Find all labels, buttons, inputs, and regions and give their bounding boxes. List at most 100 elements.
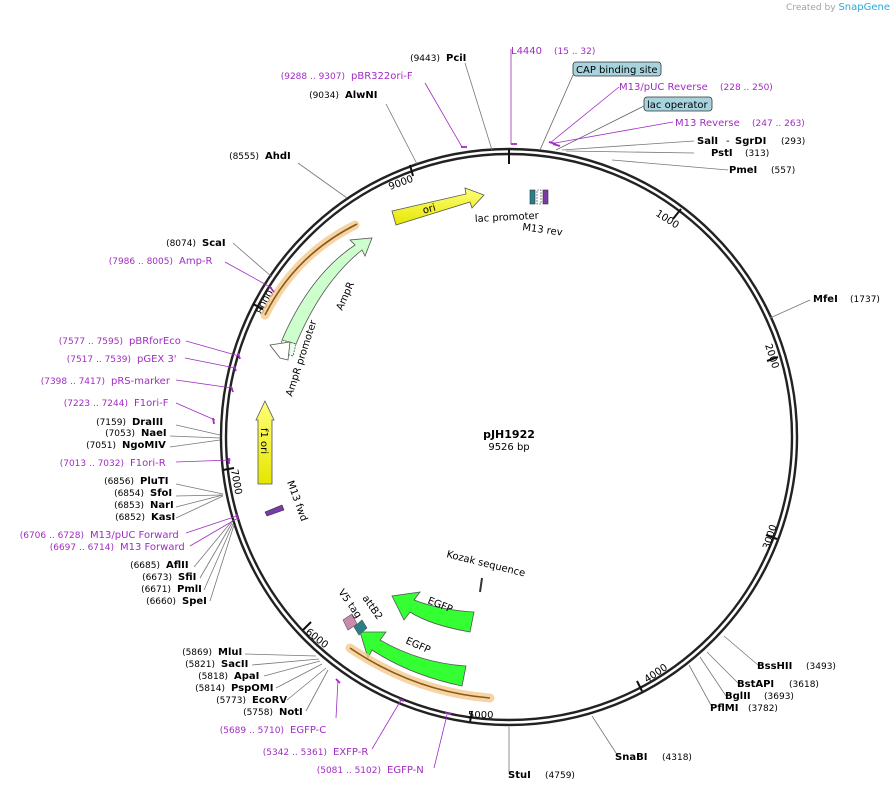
enzyme-pos: (5814): [195, 684, 225, 694]
enzyme-name: PspOMI: [231, 683, 273, 694]
feature-label: ori: [422, 203, 438, 217]
enzyme-pos: (7053): [105, 429, 135, 439]
enzyme-pos: (8555): [229, 152, 259, 162]
feature-label: Kozak sequence: [445, 549, 526, 579]
enzyme-name: SalI: [697, 136, 718, 147]
primer-range: (6706 .. 6728): [20, 531, 84, 541]
enzyme-pos: (9443): [410, 54, 440, 64]
primer-name: pRS-marker: [111, 376, 171, 387]
enzyme-name: MluI: [218, 647, 242, 658]
primer-name: M13/pUC Reverse: [619, 82, 708, 93]
tick-marks: [222, 149, 779, 723]
primer-name: L4440: [511, 46, 542, 57]
enzyme-name: MfeI: [813, 294, 838, 305]
enzyme-pos: (313): [745, 149, 769, 159]
enzyme-pos: (5773): [216, 696, 246, 706]
enzyme-pos: (6854): [114, 489, 144, 499]
primer-line-egfp: [349, 647, 491, 699]
enzyme-name: ApaI: [234, 671, 259, 682]
enzyme-pos: (3618): [789, 680, 819, 690]
primer-range: (5342 .. 5361): [263, 748, 327, 758]
enzyme-name: AhdI: [265, 151, 291, 162]
primer-range: (9288 .. 9307): [281, 72, 345, 82]
enzyme-name: DraIII: [132, 417, 163, 428]
feature-m13-fwd[interactable]: M13 fwd: [264, 479, 309, 523]
enzyme-name: PciI: [446, 53, 466, 64]
feature-lac-promoter[interactable]: lac promoter M13 rev: [475, 189, 564, 239]
primer-range: (7577 .. 7595): [59, 337, 123, 347]
primer-range: (7517 .. 7539): [67, 355, 131, 365]
tick-label: 9000: [387, 174, 415, 193]
enzyme-name: AlwNI: [345, 90, 378, 101]
primer-range: (247 .. 263): [752, 119, 805, 129]
feature-f1-ori[interactable]: f1 ori: [255, 400, 275, 485]
primer-site-marks: [212, 141, 561, 715]
enzyme-pos: (7159): [96, 418, 126, 428]
primer-name: pGEX 3': [137, 354, 177, 365]
enzyme-name: PmeI: [729, 165, 757, 176]
feature-egfp[interactable]: EGFP: [391, 591, 475, 633]
tick-label: 7000: [228, 469, 243, 496]
primer-name: F1ori-R: [130, 458, 166, 469]
enzyme-name: BstAPI: [737, 679, 774, 690]
primer-name: pBR322ori-F: [351, 71, 413, 82]
enzyme-pos: (6852): [115, 513, 145, 523]
leader-lines: [169, 62, 811, 772]
enzyme-name: StuI: [508, 770, 531, 781]
primer-line-ampr: [264, 223, 358, 316]
enzyme-pos: (5818): [198, 672, 228, 682]
enzyme-name: PstI: [711, 148, 733, 159]
enzyme-pos: (1737): [850, 295, 880, 305]
enzyme-name: PmlI: [177, 584, 202, 595]
primer-name: EGFP-C: [290, 725, 326, 736]
enzyme-name: SnaBI: [615, 752, 647, 763]
tick-label: 1000: [653, 208, 680, 231]
enzyme-name: PluTI: [140, 476, 168, 487]
primer-name: EGFP-N: [387, 765, 424, 776]
enzyme-pos: (5821): [185, 660, 215, 670]
plasmid-size: 9526 bp: [488, 442, 529, 453]
tag-label: lac operator: [647, 100, 708, 111]
primer-name: M13 Reverse: [675, 118, 740, 129]
tick-label: 6000: [303, 627, 330, 651]
enzyme-pos: (8074): [166, 239, 196, 249]
tick-labels: 1000 2000 3000 4000 5000 6000 7000 8000 …: [228, 174, 780, 721]
enzyme-name: NarI: [150, 500, 174, 511]
primer-name: pBRforEco: [129, 336, 181, 347]
enzyme-name: NaeI: [141, 428, 167, 439]
tag-lac-operator[interactable]: lac operator: [555, 96, 713, 151]
enzyme-pos: (293): [781, 137, 805, 147]
enzyme-pos: (4759): [545, 771, 575, 781]
enzyme-name: BglII: [725, 691, 751, 702]
tag-cap-binding-site[interactable]: CAP binding site: [539, 61, 662, 151]
enzyme-name: SfiI: [178, 572, 196, 583]
plasmid-name: pJH1922: [483, 428, 535, 441]
primer-range: (7986 .. 8005): [109, 257, 173, 267]
feature-label: M13 fwd: [284, 479, 309, 523]
primer-range: (228 .. 250): [720, 83, 773, 93]
primer-range: (6697 .. 6714): [50, 543, 114, 553]
feature-ori[interactable]: ori: [391, 187, 485, 226]
enzyme-pos: (5758): [243, 708, 273, 718]
enzyme-name: AflII: [166, 560, 189, 571]
primer-range: (7398 .. 7417): [41, 377, 105, 387]
enzyme-name: SpeI: [182, 596, 207, 607]
snapgene-watermark: Created by SnapGene: [786, 2, 890, 13]
feature-label: M13 rev: [522, 222, 564, 239]
enzyme-pos: (5869): [182, 648, 212, 658]
enzyme-pos: (6856): [104, 477, 134, 487]
feature-label: f1 ori: [258, 428, 269, 454]
tick-label: 3000: [761, 523, 779, 551]
enzyme-pos: (6853): [114, 501, 144, 511]
enzyme-name: KasI: [151, 512, 175, 523]
primer-name: EXFP-R: [333, 747, 368, 758]
feature-kozak[interactable]: Kozak sequence: [445, 549, 526, 593]
enzyme-name: BssHII: [757, 661, 792, 672]
enzyme-pos: (6673): [142, 573, 172, 583]
enzyme-pos: (4318): [662, 753, 692, 763]
enzyme-pos: (6671): [141, 585, 171, 595]
primer-range: (7223 .. 7244): [64, 399, 128, 409]
feature-label: AmpR: [335, 280, 357, 312]
enzyme-name: NotI: [279, 707, 303, 718]
